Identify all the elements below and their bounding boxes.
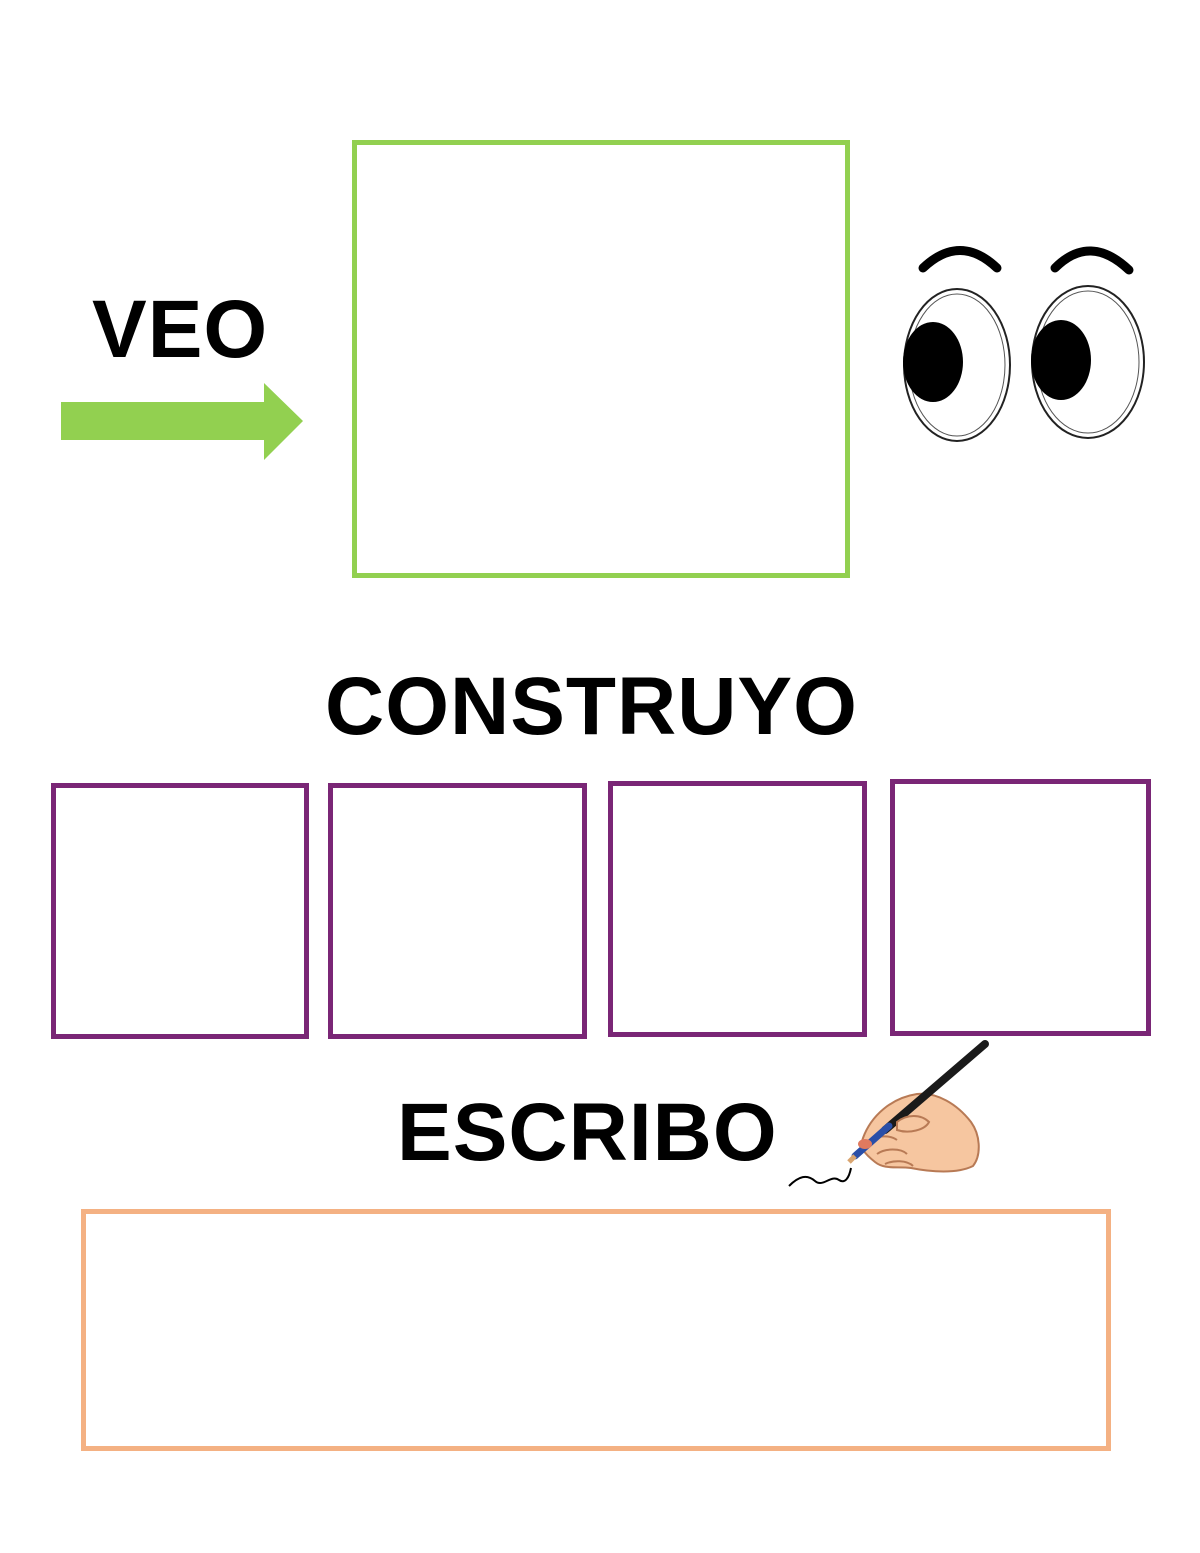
letter-box-2[interactable]: [328, 783, 587, 1039]
letter-box-3[interactable]: [608, 781, 867, 1037]
letter-box-4[interactable]: [890, 779, 1151, 1036]
construyo-label: CONSTRUYO: [325, 661, 858, 752]
hand-writing-icon: [788, 1040, 989, 1187]
picture-box[interactable]: [352, 140, 850, 578]
writing-box[interactable]: [81, 1209, 1111, 1451]
right-arrow-icon: [61, 383, 303, 460]
escribo-label: ESCRIBO: [397, 1087, 778, 1178]
eyes-icon: [903, 246, 1145, 442]
veo-label: VEO: [92, 284, 269, 375]
letter-box-1[interactable]: [51, 783, 309, 1039]
